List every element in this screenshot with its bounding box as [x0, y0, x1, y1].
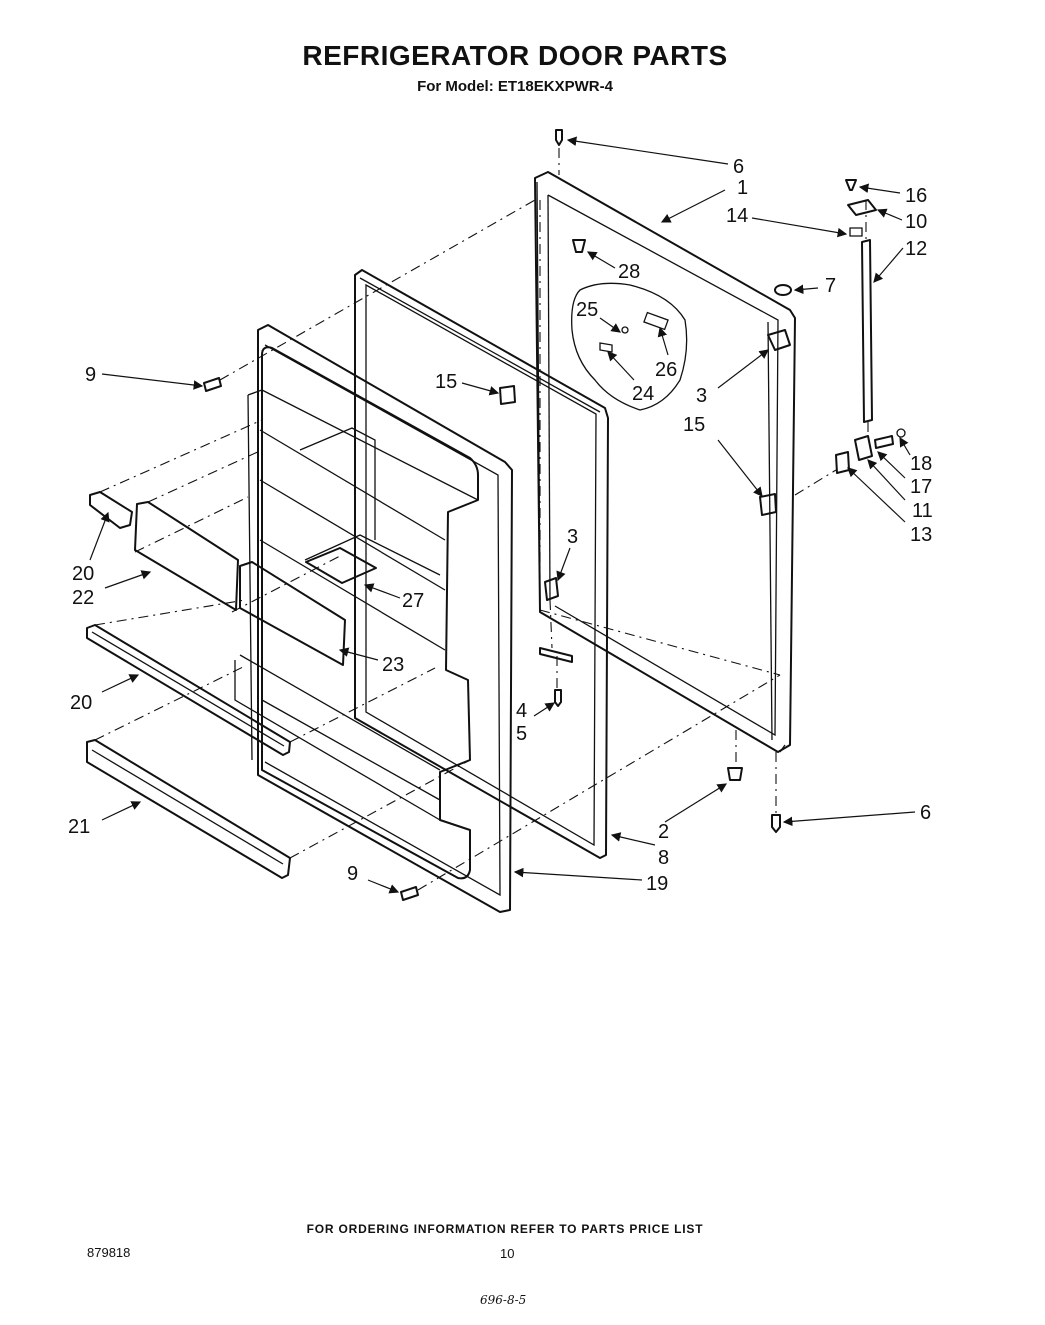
callout-27: 27 [402, 590, 424, 612]
callout-11: 11 [912, 500, 933, 522]
callout-15-left: 15 [435, 371, 457, 393]
bottom-hinge-and-screw [727, 730, 781, 833]
callout-5: 5 [516, 723, 527, 745]
callout-4: 4 [516, 700, 527, 722]
hinge-3-lower [539, 577, 573, 707]
callout-1: 1 [737, 177, 748, 199]
screw-9-top [203, 377, 222, 392]
callout-21: 21 [68, 816, 90, 838]
shelf-rail-20-mid [86, 624, 291, 756]
hinge-15-left [499, 385, 516, 405]
bin-22 [134, 501, 239, 611]
model-line: For Model: ET18EKXPWR-4 [417, 78, 613, 95]
page-number: 10 [500, 1246, 515, 1261]
callout-25: 25 [576, 299, 598, 321]
outer-door-panel [534, 171, 796, 753]
callout-17: 17 [910, 476, 932, 498]
callout-26: 26 [655, 359, 677, 381]
insulation-cutaway [571, 282, 688, 411]
callout-7: 7 [825, 275, 836, 297]
screw-9-bottom [400, 886, 419, 901]
inner-door-liner-19 [234, 324, 513, 913]
screw-6-top [555, 129, 563, 175]
callout-15-right: 15 [683, 414, 705, 436]
hinge-cap-7 [774, 284, 792, 296]
callout-6-top: 6 [733, 156, 744, 178]
callout-20-mid: 20 [70, 692, 92, 714]
callout-12: 12 [905, 238, 927, 260]
callout-18: 18 [910, 453, 932, 475]
callout-22: 22 [72, 587, 94, 609]
shelf-rail-20-top [89, 491, 133, 529]
callout-13: 13 [910, 524, 932, 546]
hinge-15-right [759, 493, 777, 516]
callout-9-bottom: 9 [347, 863, 358, 885]
callout-20-top: 20 [72, 563, 94, 585]
callout-6-bottom: 6 [920, 802, 931, 824]
callout-3-lower: 3 [567, 526, 578, 548]
door-gasket-8 [354, 269, 609, 859]
ordering-note: FOR ORDERING INFORMATION REFER TO PARTS … [306, 1222, 704, 1236]
callout-24: 24 [632, 383, 654, 405]
callout-19: 19 [646, 873, 668, 895]
callout-16: 16 [905, 185, 927, 207]
callout-2: 2 [658, 821, 669, 843]
callout-23: 23 [382, 654, 404, 676]
handwritten-note: 696-8-5 [480, 1293, 527, 1307]
alignment-lines [94, 199, 781, 891]
callout-9-top: 9 [85, 364, 96, 386]
callout-10: 10 [905, 211, 927, 233]
hinge-3-upper [767, 329, 791, 351]
callout-14: 14 [726, 205, 748, 227]
shelf-rail-21 [86, 739, 291, 879]
page-title: REFRIGERATOR DOOR PARTS [302, 40, 728, 71]
callout-3-upper: 3 [696, 385, 707, 407]
plug-28 [572, 239, 586, 253]
leader-lines [89, 136, 916, 894]
callout-8: 8 [658, 847, 669, 869]
callout-labels: 6 1 16 14 10 12 28 7 25 26 24 9 15 3 15 … [68, 156, 933, 895]
handle-assembly [794, 179, 906, 496]
bin-23 [239, 561, 346, 666]
document-number: 879818 [87, 1245, 131, 1260]
callout-28: 28 [618, 261, 640, 283]
